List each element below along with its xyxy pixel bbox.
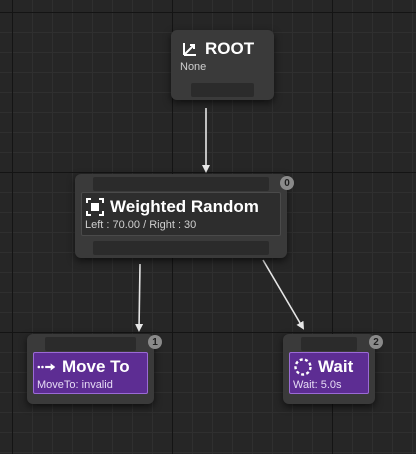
composite-square-icon xyxy=(85,197,105,217)
weighted-random-body: Weighted Random Left : 70.00 / Right : 3… xyxy=(81,192,281,236)
wait-subtitle: Wait: 5.0s xyxy=(293,379,342,391)
wait-node[interactable]: Wait Wait: 5.0s 2 xyxy=(283,334,383,404)
weighted-random-node[interactable]: Weighted Random Left : 70.00 / Right : 3… xyxy=(75,174,294,258)
dotted-circle-icon xyxy=(293,357,313,377)
weighted-random-subtitle: Left : 70.00 / Right : 30 xyxy=(85,219,197,231)
wait-input-pin[interactable] xyxy=(301,337,357,351)
execution-index-badge: 1 xyxy=(148,335,162,349)
root-fork-icon xyxy=(180,39,200,59)
dotted-arrow-icon xyxy=(37,357,57,377)
root-output-pin[interactable] xyxy=(191,83,254,97)
move-to-node[interactable]: Move To MoveTo: invalid 1 xyxy=(27,334,162,404)
weighted-random-input-pin[interactable] xyxy=(93,177,269,191)
root-node-body: ROOT None xyxy=(177,35,268,77)
root-node[interactable]: ROOT None xyxy=(171,30,274,100)
execution-index-badge: 0 xyxy=(280,176,294,190)
weighted-random-output-pin[interactable] xyxy=(93,241,269,255)
execution-index-badge: 2 xyxy=(369,335,383,349)
move-to-subtitle: MoveTo: invalid xyxy=(37,379,113,391)
weighted-random-title: Weighted Random xyxy=(110,197,259,216)
root-node-title: ROOT xyxy=(205,39,255,58)
move-to-body: Move To MoveTo: invalid xyxy=(33,352,148,394)
wait-title: Wait xyxy=(318,357,354,376)
move-to-input-pin[interactable] xyxy=(45,337,136,351)
root-node-subtitle: None xyxy=(180,61,207,73)
move-to-title: Move To xyxy=(62,357,130,376)
link-weighted-random-to-move-to xyxy=(135,263,144,332)
link-weighted-random-to-wait xyxy=(262,259,305,330)
wait-body: Wait Wait: 5.0s xyxy=(289,352,369,394)
